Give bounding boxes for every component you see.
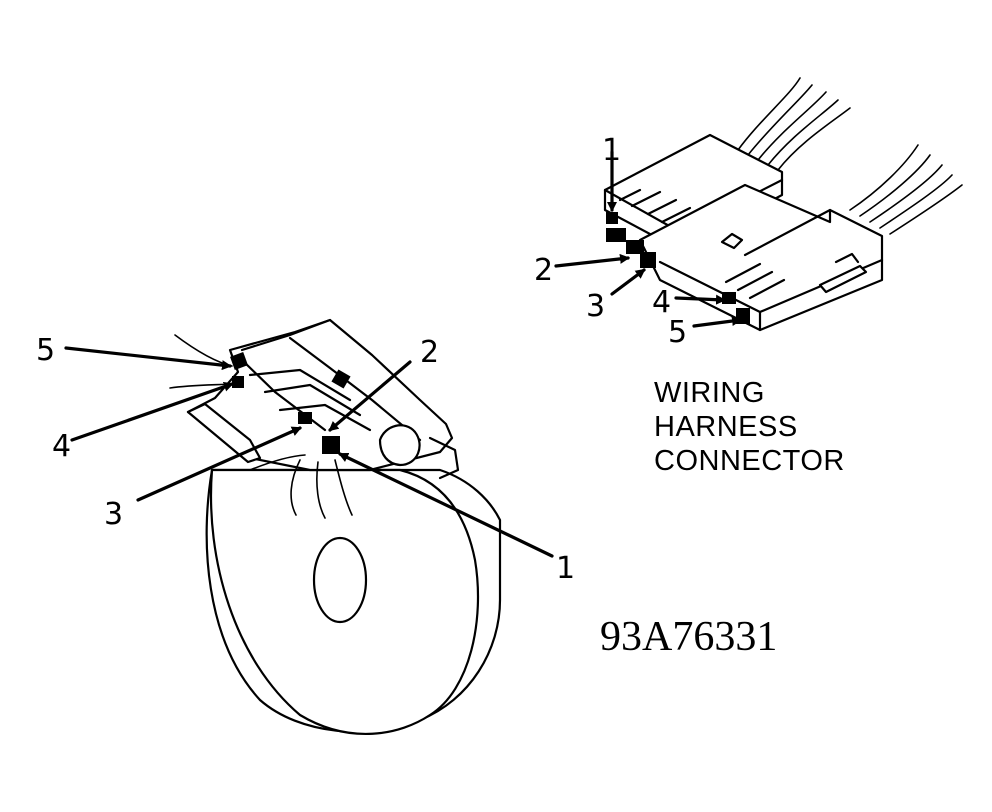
caption-line-1: WIRING: [654, 377, 765, 409]
switch-illustration: [169, 318, 502, 736]
switch-callout-1: 1: [556, 551, 575, 586]
switch-callout-4: 4: [52, 429, 71, 464]
connector-callout-4: 4: [652, 285, 671, 320]
switch-callout-2: 2: [420, 335, 439, 370]
caption-line-2: HARNESS: [654, 411, 798, 443]
switch-leaders: [64, 346, 554, 558]
switch-callout-5: 5: [36, 333, 55, 368]
switch-callout-3: 3: [104, 497, 123, 532]
connector-callout-5: 5: [668, 315, 687, 350]
caption-line-3: CONNECTOR: [654, 445, 845, 477]
connector-callout-1: 1: [602, 133, 621, 168]
connector-illustration: [603, 77, 963, 332]
disc-center-hole: [312, 536, 368, 624]
figure-id: 93A76331: [600, 614, 777, 660]
connector-callout-2: 2: [534, 253, 553, 288]
connector-leaders: [554, 150, 742, 328]
connector-callout-3: 3: [586, 289, 605, 324]
